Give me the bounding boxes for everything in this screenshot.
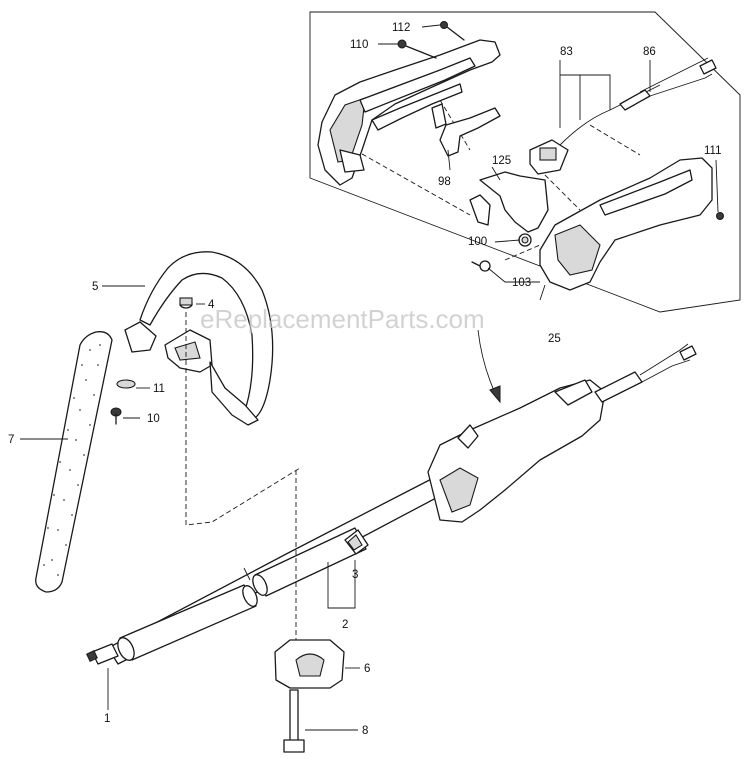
bolt-8 <box>283 689 305 753</box>
foam-grip-7 <box>35 331 113 593</box>
inset-assembly-lines <box>354 99 641 261</box>
grip-sleeve-lower <box>117 584 258 661</box>
main-handle-cable <box>594 343 697 403</box>
callout-8: 8 <box>362 725 368 737</box>
callout-110: 110 <box>350 39 368 51</box>
callout-3: 3 <box>352 569 358 581</box>
callout-83: 83 <box>560 46 573 58</box>
screw-110 <box>397 39 437 59</box>
inset-box <box>309 11 741 313</box>
callout-86: 86 <box>643 46 656 58</box>
main-assembly-lines <box>185 312 301 640</box>
callout-2: 2 <box>342 619 348 631</box>
callout-111: 111 <box>704 145 721 157</box>
nut-4 <box>179 297 193 309</box>
grip-sleeve-upper <box>252 527 367 597</box>
callout-125: 125 <box>492 155 511 167</box>
callout-112: 112 <box>392 22 410 34</box>
clamp-lower-6 <box>274 639 345 689</box>
clip-103 <box>471 260 491 272</box>
callout-25: 25 <box>548 333 561 345</box>
callout-5: 5 <box>92 281 98 293</box>
callout-10: 10 <box>147 413 160 425</box>
callout-103: 103 <box>512 277 531 289</box>
switch-assembly-83-86 <box>529 57 717 175</box>
callout-leaders <box>20 24 719 731</box>
spring-100 <box>518 233 532 247</box>
washer-11 <box>116 379 136 389</box>
screw-10 <box>110 407 122 425</box>
cushion-3 <box>344 529 369 555</box>
callout-1: 1 <box>104 713 110 725</box>
watermark: eReplacementParts.com <box>200 304 485 334</box>
throttle-trigger-98 <box>431 103 501 157</box>
loop-handle-5 <box>139 251 274 419</box>
spacer-part <box>124 321 157 353</box>
assembly-arrow <box>477 329 501 404</box>
handle-half-right <box>539 157 713 291</box>
throttle-lever-125 <box>469 171 549 233</box>
screw-112 <box>440 21 465 41</box>
callout-6: 6 <box>364 663 370 675</box>
handle-half-left <box>317 39 501 186</box>
callout-4: 4 <box>208 299 215 311</box>
handle-clamp-upper <box>164 329 259 426</box>
main-handle-body <box>427 379 606 523</box>
callout-98: 98 <box>438 176 451 188</box>
shaft-end-1 <box>86 643 119 665</box>
callout-11: 11 <box>153 383 165 395</box>
grip-texture-dots <box>43 344 101 576</box>
callout-7: 7 <box>8 434 14 446</box>
nut-111 <box>716 212 724 220</box>
callout-100: 100 <box>468 236 487 248</box>
callout-numbers: 112 110 83 86 111 125 98 100 103 25 5 4 … <box>8 22 721 737</box>
